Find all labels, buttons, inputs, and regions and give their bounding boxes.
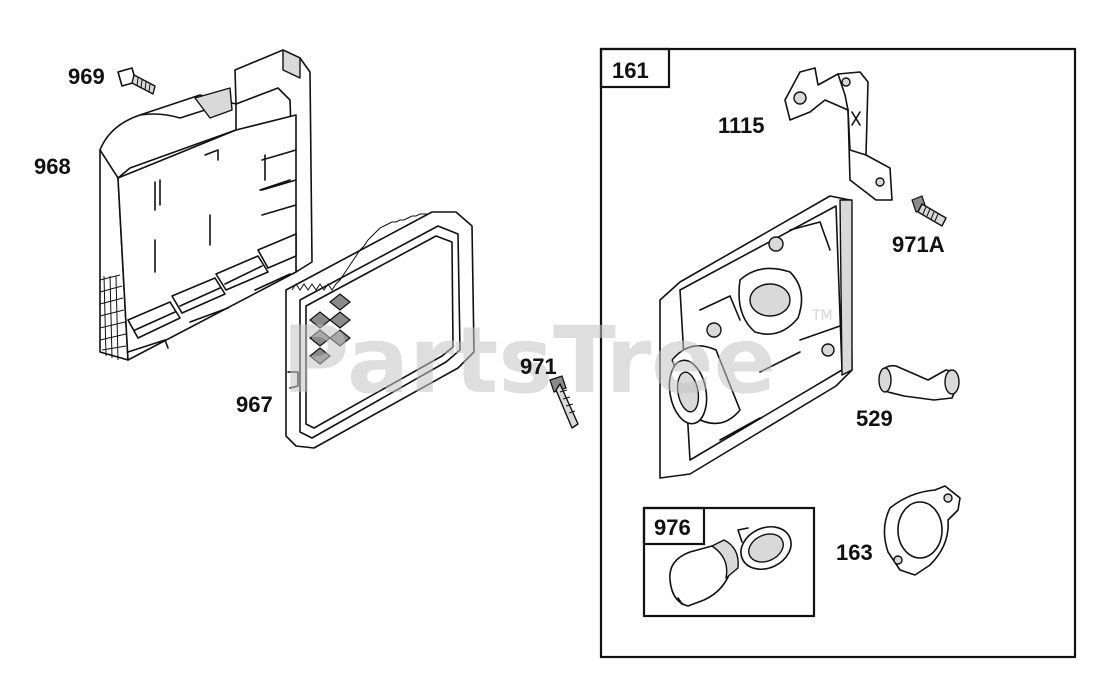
kit-976-label-box <box>642 506 706 546</box>
kit-161-label-box <box>599 47 671 89</box>
housing-grille <box>127 233 297 353</box>
watermark-trademark: TM <box>811 308 833 324</box>
part-969-screw[interactable] <box>117 67 156 95</box>
housing-hatch <box>99 274 127 361</box>
part-529-tube[interactable] <box>878 364 960 401</box>
label-163: 163 <box>836 540 873 565</box>
part-976-clamp[interactable] <box>734 519 798 577</box>
label-971a: 971A <box>892 232 945 257</box>
label-971: 971 <box>520 354 557 379</box>
label-969: 969 <box>68 64 105 89</box>
part-968-housing[interactable] <box>99 49 313 361</box>
label-976: 976 <box>654 515 691 540</box>
label-968: 968 <box>34 154 71 179</box>
part-971a-screw[interactable] <box>911 195 947 227</box>
label-1115: 1115 <box>718 113 765 138</box>
watermark-text: PartsTree <box>282 307 776 414</box>
filter-mesh <box>309 293 351 365</box>
part-1115-bracket[interactable] <box>784 67 893 201</box>
kit-976-frame <box>642 506 816 618</box>
part-163-gasket[interactable] <box>883 485 961 576</box>
kit-161-frame <box>599 47 1077 659</box>
part-967-filter[interactable] <box>285 211 475 449</box>
part-971-screw[interactable] <box>549 375 579 429</box>
carburetor-base[interactable] <box>659 195 853 479</box>
label-529: 529 <box>856 406 893 431</box>
label-161: 161 <box>612 58 649 83</box>
part-976-nozzle[interactable] <box>669 539 739 607</box>
label-967: 967 <box>236 392 273 417</box>
